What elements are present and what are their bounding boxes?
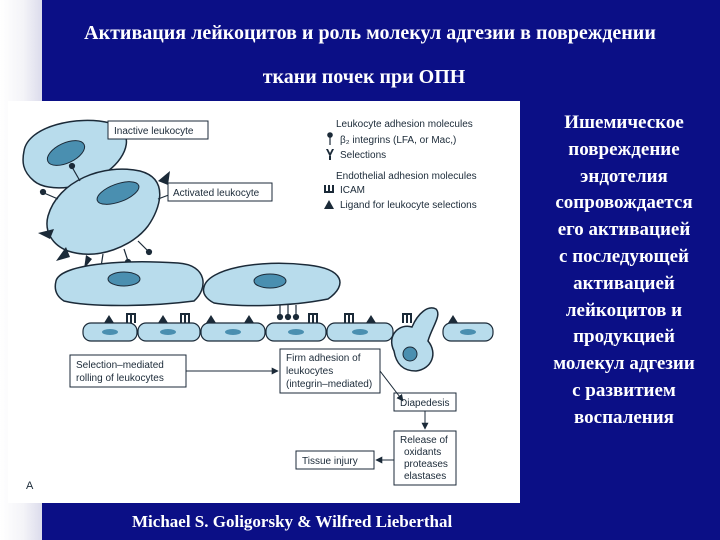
selection-box-line2: rolling of leukocytes bbox=[76, 373, 164, 384]
release-box bbox=[393, 430, 457, 486]
side-line: сопровождается bbox=[555, 192, 693, 214]
side-line: эндотелия bbox=[580, 165, 668, 187]
activated-leukocyte-label: Activated leukocyte bbox=[173, 188, 260, 199]
side-line: с последующей bbox=[559, 245, 689, 267]
rolling-leukocyte-left bbox=[54, 261, 204, 307]
ligand-icon bbox=[324, 200, 334, 209]
legend-selections: Selections bbox=[340, 150, 386, 161]
figure-caption: Michael S. Goligorsky & Wilfred Lieberth… bbox=[132, 512, 453, 531]
endothelium bbox=[82, 305, 494, 342]
release-line4: elastases bbox=[404, 471, 446, 482]
icam-icon bbox=[324, 185, 334, 193]
firm-box-line2: leukocytes bbox=[286, 366, 333, 377]
rolling-leukocyte-right bbox=[202, 262, 341, 307]
side-line: с развитием bbox=[572, 379, 676, 401]
legend-endothelial-header: Endothelial adhesion molecules bbox=[336, 171, 477, 182]
release-line2: oxidants bbox=[404, 447, 441, 458]
activated-leukocyte bbox=[38, 162, 179, 272]
firm-box-line1: Firm adhesion of bbox=[286, 353, 361, 364]
legend-leukocyte-header: Leukocyte adhesion molecules bbox=[336, 119, 473, 130]
flow-arrows bbox=[186, 367, 429, 464]
side-line: его активацией bbox=[557, 219, 691, 241]
selection-box-line1: Selection–mediated bbox=[76, 360, 164, 371]
adhesion-diagram: Inactive leukocyte Activated leukocyte L… bbox=[8, 101, 520, 503]
inactive-label-box bbox=[107, 120, 209, 140]
inactive-leukocyte-label: Inactive leukocyte bbox=[114, 126, 194, 137]
side-line: молекул адгезии bbox=[553, 353, 695, 375]
side-line: лейкоцитов и bbox=[565, 299, 683, 321]
tissue-injury-box bbox=[295, 450, 375, 470]
side-line: продукцией bbox=[573, 326, 675, 348]
selection-icon bbox=[326, 149, 334, 160]
transmigrating-leukocyte bbox=[391, 307, 439, 372]
side-description: Ишемическое повреждение эндотелия сопров… bbox=[530, 110, 718, 432]
legend-beta2: β₂ integrins (LFA, or Mac,) bbox=[340, 135, 456, 146]
firm-adhesion-box bbox=[279, 348, 381, 394]
side-line: Ишемическое bbox=[564, 112, 684, 133]
legend-ligand: Ligand for leukocyte selections bbox=[340, 200, 477, 211]
panel-letter: A bbox=[26, 480, 34, 492]
firm-box-line3: (integrin–mediated) bbox=[286, 379, 372, 390]
beta2-integrin-icon bbox=[327, 132, 333, 145]
release-line3: proteases bbox=[404, 459, 448, 470]
activated-label-box bbox=[167, 182, 273, 202]
side-line: повреждение bbox=[568, 138, 680, 160]
diapedesis-label: Diapedesis bbox=[400, 398, 449, 409]
side-line: воспаления bbox=[574, 406, 674, 428]
selection-rolling-box bbox=[69, 354, 187, 388]
tissue-injury-label: Tissue injury bbox=[302, 456, 358, 467]
side-line: активацией bbox=[573, 272, 675, 294]
release-line1: Release of bbox=[400, 435, 448, 446]
legend: Leukocyte adhesion molecules β₂ integrin… bbox=[324, 119, 477, 211]
slide-title-line1: Активация лейкоцитов и роль молекул адге… bbox=[84, 22, 656, 44]
legend-icam: ICAM bbox=[340, 185, 365, 196]
slide-title-line2: ткани почек при ОПН bbox=[262, 66, 466, 88]
